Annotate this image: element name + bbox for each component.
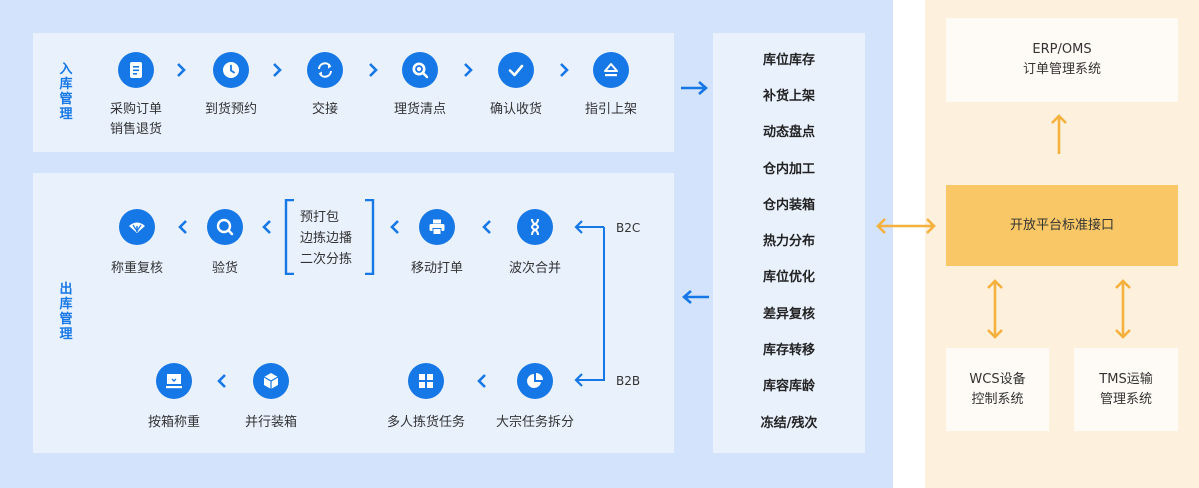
bidirectional-arrow-icon xyxy=(876,218,936,234)
option-pick-and-sort: 边拣边播 xyxy=(300,231,353,246)
open-platform-box: 开放平台标准接口 xyxy=(946,185,1178,266)
bracket-left xyxy=(284,199,294,275)
inbound-title: 入库管理 xyxy=(59,62,73,122)
step-label-inspect: 验货 xyxy=(211,261,239,276)
chevron-right-icon xyxy=(560,63,569,77)
step-label-box-weigh: 按箱称重 xyxy=(147,415,201,430)
feature-panel xyxy=(713,33,865,453)
clock-icon xyxy=(213,52,249,88)
feature-item: 库存转移 xyxy=(762,343,815,358)
chevron-left-icon xyxy=(477,374,486,388)
bracket-right xyxy=(365,199,375,275)
outbound-title: 出库管理 xyxy=(59,282,73,342)
option-prepack: 预打包 xyxy=(300,210,340,225)
step-label-mobile-print: 移动打单 xyxy=(410,261,464,276)
feature-item: 仓内装箱 xyxy=(762,198,815,213)
arrow-up-icon xyxy=(1051,114,1067,154)
chevron-right-icon xyxy=(273,63,282,77)
feature-item: 库位库存 xyxy=(762,53,815,68)
eject-icon xyxy=(593,52,629,88)
b2c-tag: B2C xyxy=(616,221,641,235)
printer-icon xyxy=(419,209,455,245)
b2c-b2b-connector xyxy=(574,220,605,387)
erp-oms-box: ERP/OMS 订单管理系统 xyxy=(946,18,1178,102)
tms-box: TMS运输 管理系统 xyxy=(1074,348,1178,431)
cube-icon xyxy=(253,363,289,399)
step-label-handover: 交接 xyxy=(311,102,339,117)
document-icon xyxy=(118,52,154,88)
feature-item: 冻结/残次 xyxy=(760,416,818,431)
chevron-right-icon xyxy=(177,63,186,77)
step-label-wave-merge: 波次合并 xyxy=(508,261,562,276)
step-label-order: 采购订单 销售退货 xyxy=(109,102,163,137)
feature-item: 差异复核 xyxy=(762,307,815,322)
step-label-multi-pick: 多人拣货任务 xyxy=(386,415,466,430)
chevron-left-icon xyxy=(262,220,271,234)
dna-icon xyxy=(517,209,553,245)
bidirectional-arrow-icon xyxy=(1115,279,1131,339)
feature-item: 库容库龄 xyxy=(762,379,815,394)
magnifier-icon xyxy=(207,209,243,245)
step-label-tally: 理货清点 xyxy=(393,102,447,117)
chevron-right-icon xyxy=(464,63,473,77)
feature-item: 仓内加工 xyxy=(762,162,815,177)
feature-item: 热力分布 xyxy=(762,234,815,249)
step-label-bulk-split: 大宗任务拆分 xyxy=(495,415,575,430)
feature-item: 补货上架 xyxy=(762,89,815,104)
feature-item: 动态盘点 xyxy=(762,125,815,140)
chevron-left-icon xyxy=(178,220,187,234)
step-label-shelving: 指引上架 xyxy=(584,102,638,117)
grid-icon xyxy=(408,363,444,399)
step-label-confirm: 确认收货 xyxy=(489,102,543,117)
wcs-box: WCS设备 控制系统 xyxy=(946,348,1049,431)
refresh-icon xyxy=(307,52,343,88)
chevron-right-icon xyxy=(369,63,378,77)
b2b-tag: B2B xyxy=(616,374,641,388)
chevron-left-icon xyxy=(482,220,491,234)
bidirectional-arrow-icon xyxy=(987,279,1003,339)
arrow-right-icon xyxy=(681,81,708,95)
check-icon xyxy=(498,52,534,88)
pie-icon xyxy=(517,363,553,399)
chevron-left-icon xyxy=(390,220,399,234)
scale-icon xyxy=(156,363,192,399)
step-label-appointment: 到货预约 xyxy=(204,102,258,117)
feature-item: 库位优化 xyxy=(762,270,815,285)
arrow-left-icon xyxy=(682,290,709,304)
chevron-left-icon xyxy=(217,374,226,388)
option-secondary-sort: 二次分拣 xyxy=(300,252,353,267)
search-icon xyxy=(402,52,438,88)
step-label-weigh-check: 称重复核 xyxy=(110,261,164,276)
fan-icon xyxy=(119,209,155,245)
step-label-parallel-pack: 并行装箱 xyxy=(244,415,298,430)
